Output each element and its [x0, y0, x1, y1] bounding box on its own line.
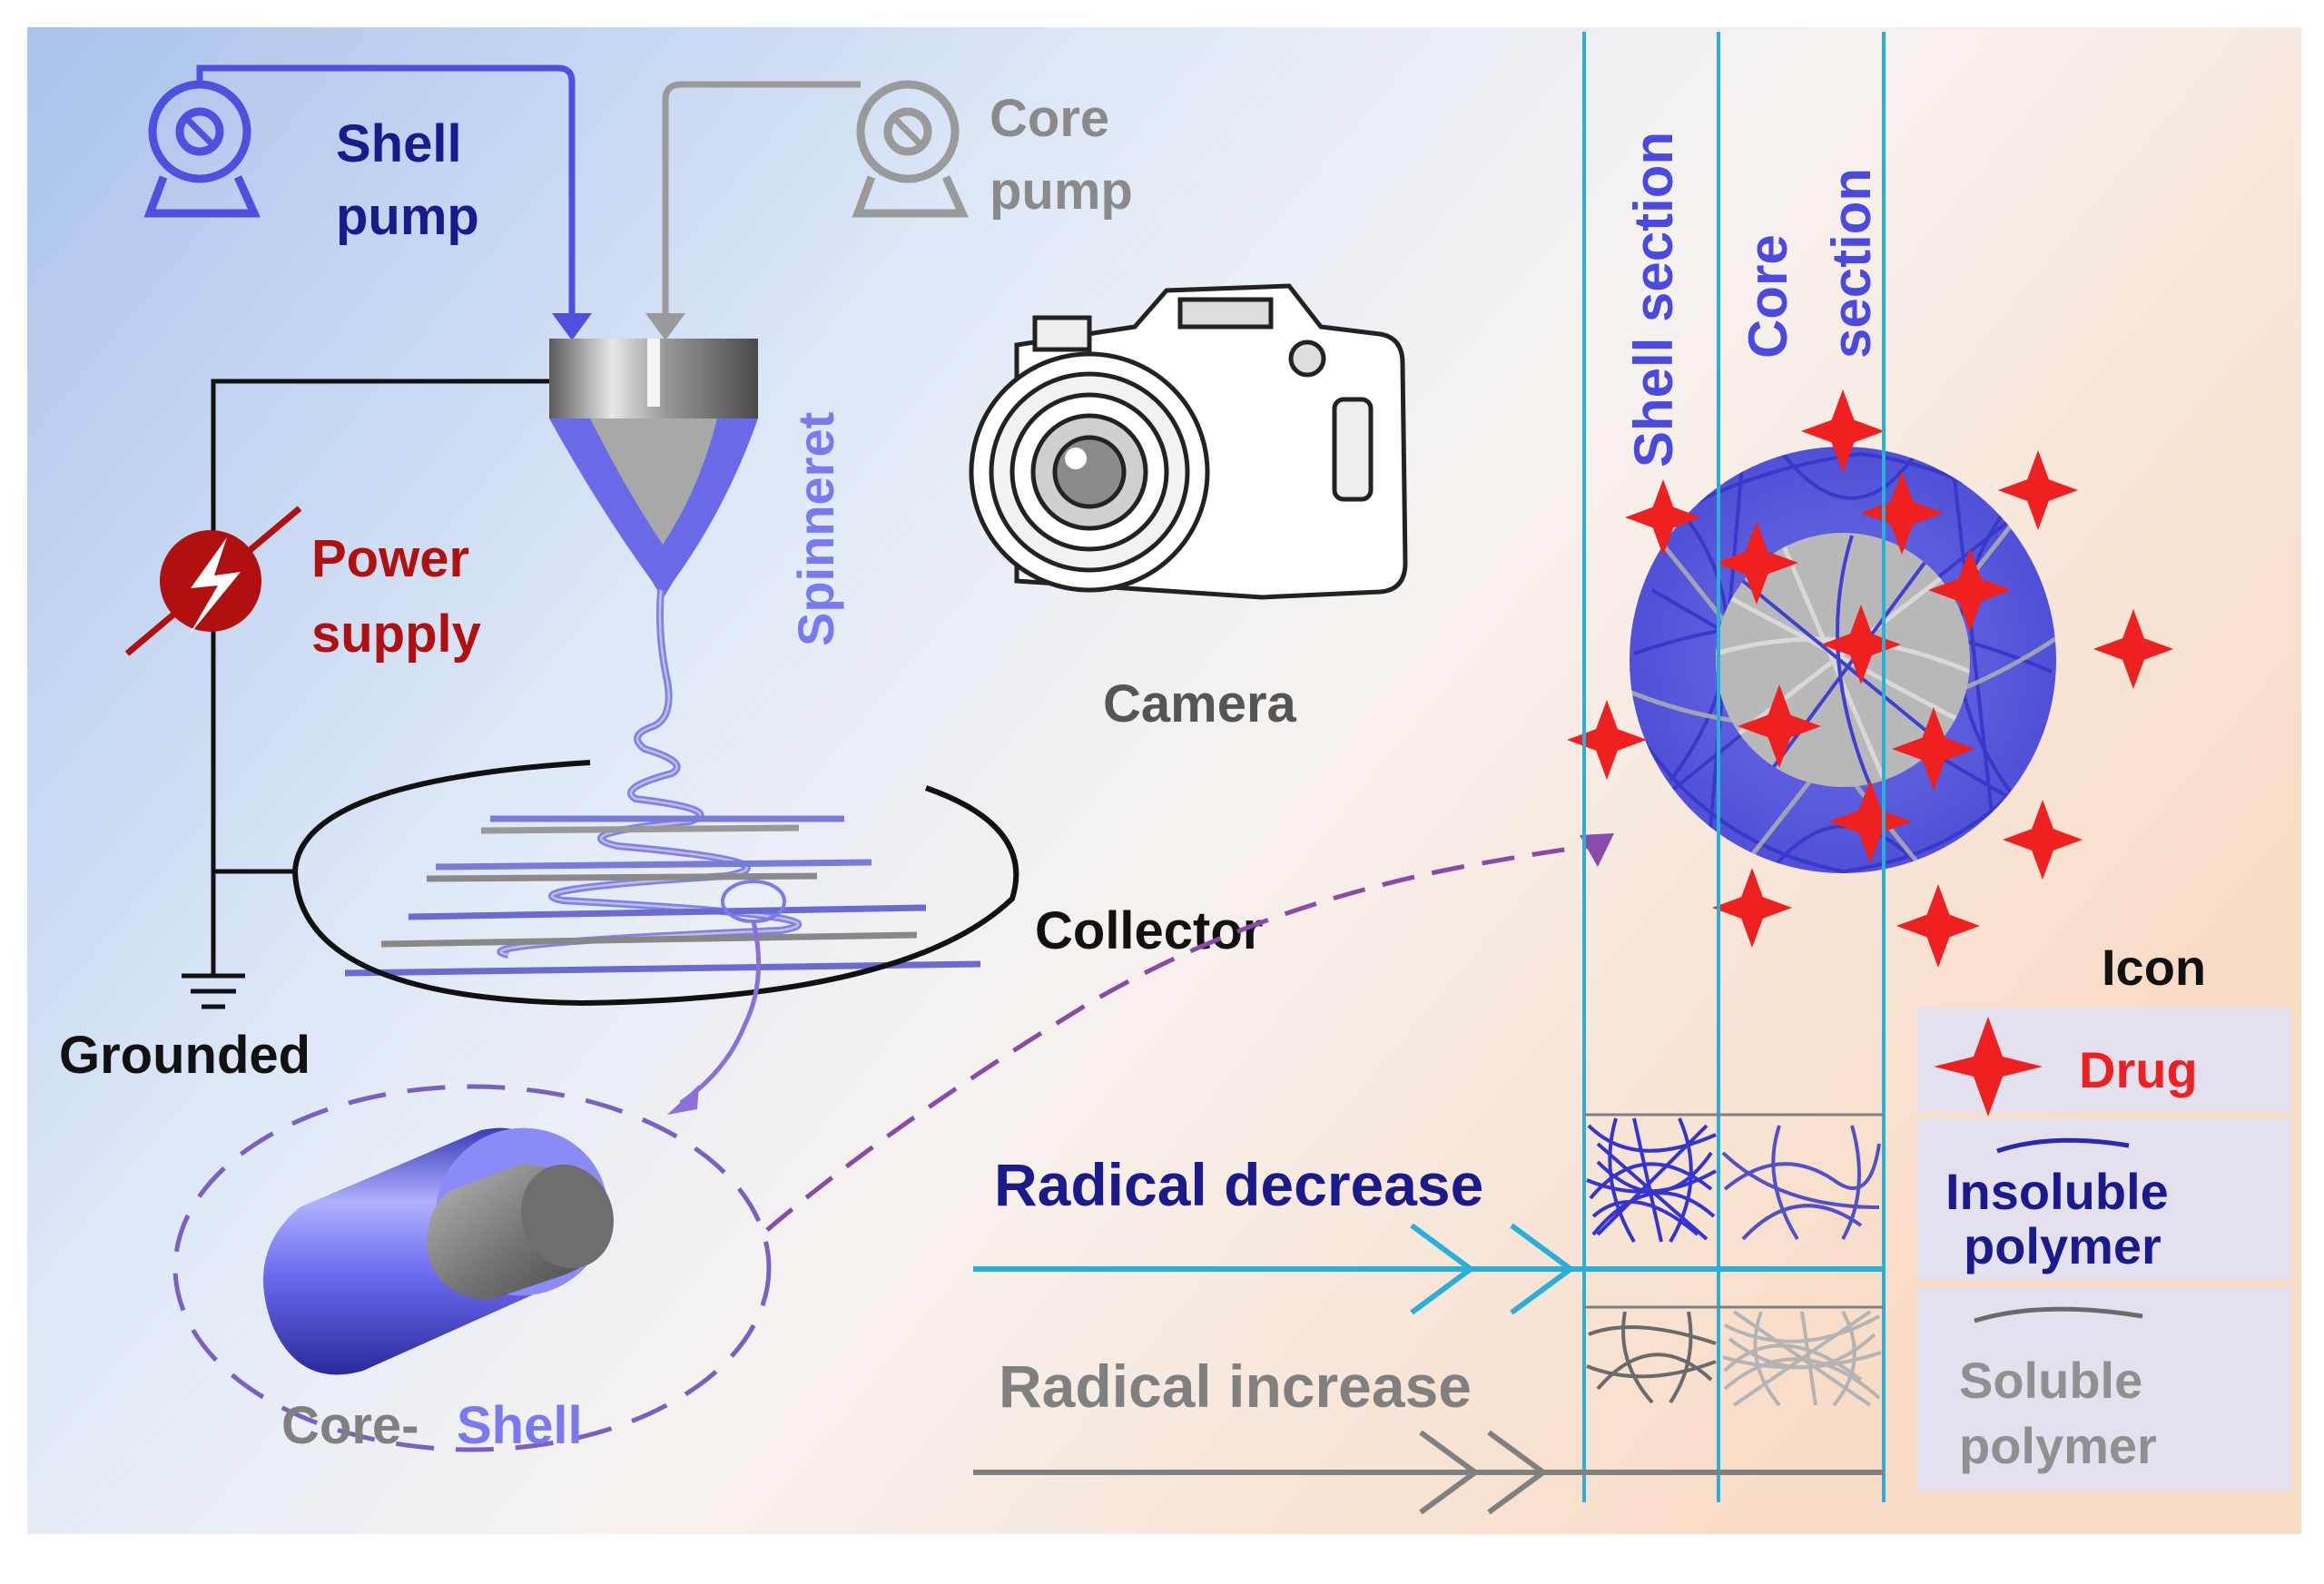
- drug-star-icon: [1821, 605, 1901, 684]
- legend-insoluble-icon: [1996, 1137, 2130, 1154]
- section-lines: [1582, 32, 1886, 1502]
- core-section-label-1: Core: [1738, 234, 1798, 359]
- drug-star-icon: [1715, 521, 1798, 605]
- core-soluble-dense: [1722, 1310, 1882, 1407]
- shell-pump-label-2: pump: [336, 187, 479, 246]
- particle-connector: [765, 841, 1608, 1232]
- drug-star-icon: [1896, 884, 1980, 968]
- radical-increase-arrow: [973, 1430, 1884, 1515]
- legend-drug-label: Drug: [2079, 1041, 2198, 1098]
- zoom-connector-arrow: [667, 1085, 699, 1115]
- drug-star-icon: [1860, 471, 1944, 555]
- shell-feed-line: [196, 64, 576, 327]
- core-shell-inset: [172, 1084, 772, 1452]
- power-supply-icon: [124, 506, 302, 656]
- core-pump-label-2: pump: [990, 162, 1133, 221]
- camera-label: Camera: [1103, 674, 1297, 733]
- drug-star-icon: [1892, 707, 1975, 791]
- camera-icon: [969, 283, 1408, 600]
- radical-increase-label: Radical increase: [999, 1353, 1472, 1420]
- core-pump-label-1: Core: [990, 89, 1109, 148]
- core-insoluble-sparse: [1721, 1125, 1881, 1241]
- table-grid: [1584, 1113, 1884, 1309]
- collector: [291, 760, 1019, 1007]
- collected-fibers: [344, 815, 981, 977]
- legend-insoluble-label-1: Insoluble: [1945, 1163, 2169, 1220]
- shell-pump-label-1: Shell: [336, 114, 462, 173]
- radical-decrease-arrow: [973, 1223, 1884, 1315]
- drug-star-icon: [1712, 868, 1792, 948]
- shell-pump-icon: [143, 80, 261, 218]
- zoom-connector: [679, 920, 762, 1106]
- legend-soluble-label-1: Soluble: [1959, 1352, 2142, 1409]
- drug-star-icon: [1625, 479, 1701, 556]
- shell-section-label: Shell section: [1623, 132, 1684, 467]
- core-shell-label-shell: Shell: [457, 1396, 583, 1455]
- particle-connector-arrow: [1580, 833, 1614, 867]
- grounded-label: Grounded: [59, 1026, 310, 1085]
- drug-star-icon: [1828, 780, 1912, 863]
- shell-soluble-sparse: [1586, 1311, 1717, 1404]
- drug-star-icon: [2093, 609, 2173, 689]
- spinneret-label: Spinneret: [787, 412, 844, 646]
- power-supply-label-1: Power: [311, 529, 469, 588]
- core-feed-line: [662, 81, 861, 327]
- spinneret: [549, 339, 758, 599]
- shell-insoluble-dense: [1586, 1117, 1717, 1244]
- ground-wiring: [182, 379, 549, 1009]
- drug-star-icon: [1738, 684, 1821, 768]
- drug-star-icon: [1801, 389, 1885, 473]
- legend-soluble-icon: [1974, 1306, 2143, 1323]
- particle-core-blue-fibers: [1741, 535, 1945, 786]
- core-pump-icon: [852, 80, 969, 218]
- fiber-jet-core: [499, 589, 800, 957]
- collector-label: Collector: [1035, 901, 1263, 960]
- core-feed-arrow: [645, 313, 685, 340]
- legend-drug-icon: [1934, 1017, 2043, 1117]
- core-section-label-2: section: [1821, 168, 1882, 359]
- legend-soluble-label-2: polymer: [1959, 1417, 2157, 1474]
- radical-decrease-label: Radical decrease: [994, 1151, 1483, 1218]
- legend-insoluble-label-2: polymer: [1964, 1217, 2162, 1274]
- drug-star-icon: [1998, 450, 2078, 530]
- core-shell-fiber: [263, 1127, 615, 1375]
- shell-feed-arrow: [552, 313, 592, 340]
- drug-star-icon: [2003, 800, 2083, 880]
- power-supply-label-2: supply: [311, 605, 481, 664]
- drug-star-icon: [1567, 700, 1647, 780]
- drug-particles: [1567, 389, 2173, 968]
- drug-star-icon: [1928, 548, 2012, 632]
- core-shell-label-core: Core-: [281, 1396, 419, 1455]
- legend-title: Icon: [2102, 939, 2206, 996]
